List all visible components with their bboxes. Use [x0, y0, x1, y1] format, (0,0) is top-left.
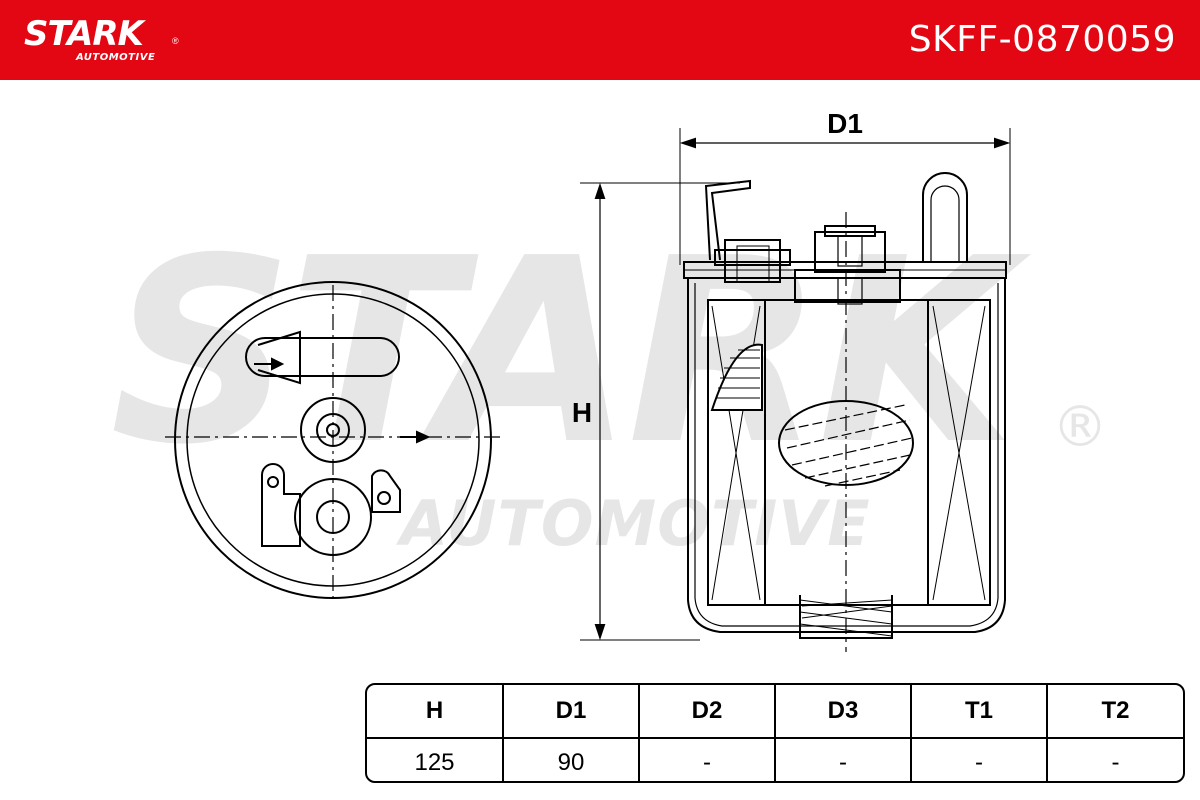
- brand-logo: STARK ® AUTOMOTIVE: [24, 14, 184, 70]
- dim-width-label: D1: [827, 108, 863, 139]
- header-t2: T2: [1047, 685, 1183, 739]
- header-h: H: [367, 685, 504, 739]
- header-d2: D2: [639, 685, 776, 739]
- value-h: 125: [367, 738, 504, 781]
- header-bar: STARK ® AUTOMOTIVE SKFF-0870059: [0, 0, 1200, 80]
- dim-height-label: H: [572, 397, 592, 428]
- dimensions-value-row: 125 90 - - - -: [367, 738, 1183, 781]
- brand-logo-text: STARK: [24, 14, 144, 54]
- header-t1: T1: [911, 685, 1048, 739]
- brand-registered-mark: ®: [172, 36, 179, 46]
- brand-logo-subtext: AUTOMOTIVE: [76, 52, 156, 63]
- value-t1: -: [911, 738, 1048, 781]
- header-d3: D3: [775, 685, 912, 739]
- watermark-text: STARK: [110, 204, 1032, 501]
- dimensions-header-row: H D1 D2 D3 T1 T2: [367, 685, 1183, 739]
- header-d1: D1: [503, 685, 640, 739]
- top-view: [165, 281, 505, 600]
- side-view: [580, 128, 1011, 652]
- part-number: SKFF-0870059: [908, 19, 1176, 60]
- value-d3: -: [775, 738, 912, 781]
- value-d2: -: [639, 738, 776, 781]
- watermark-registered: ®: [1052, 395, 1108, 460]
- value-d1: 90: [503, 738, 640, 781]
- value-t2: -: [1111, 749, 1120, 776]
- dimensions-table: H D1 D2 D3 T1 T2 125 90 - - - -: [365, 683, 1185, 783]
- watermark-subtext: AUTOMOTIVE: [395, 487, 871, 560]
